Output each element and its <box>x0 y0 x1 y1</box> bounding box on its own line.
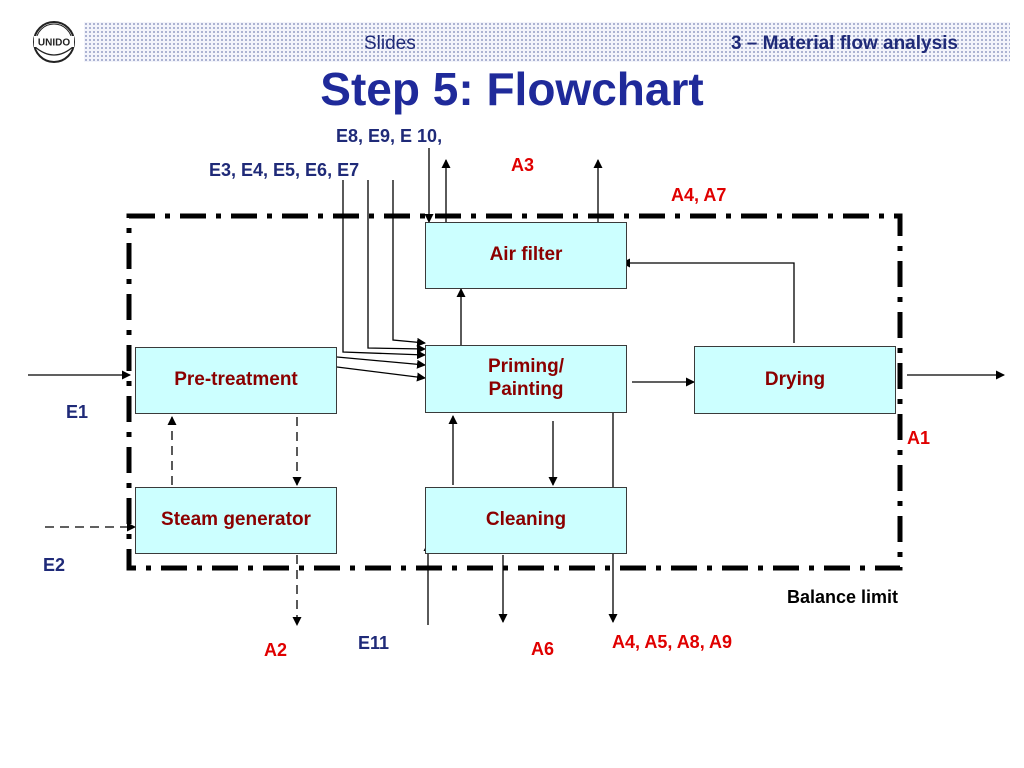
box-pre-treatment: Pre-treatment <box>135 347 337 414</box>
box-drying: Drying <box>694 346 896 414</box>
box-air-filter-label: Air filter <box>489 244 563 266</box>
box-steam-generator-label: Steam generator <box>161 509 311 531</box>
label-balance-limit: Balance limit <box>787 587 899 607</box>
label-e11: E11 <box>358 633 390 653</box>
box-pre-treatment-label: Pre-treatment <box>174 369 298 391</box>
slides-label: Slides <box>364 33 416 54</box>
arrow-drying-to-airfilter <box>621 258 795 343</box>
label-a4-a7: A4, A7 <box>671 185 727 205</box>
arrow-pretreatment-to-priming-2 <box>336 366 426 382</box>
box-priming-painting: Priming/ Painting <box>425 345 627 413</box>
label-a2: A2 <box>264 640 288 660</box>
logo-text: UNIDO <box>38 38 70 49</box>
label-a3: A3 <box>511 155 535 175</box>
unido-logo: UNIDO <box>33 21 75 63</box>
box-priming-label-line1: Priming/ <box>487 356 564 378</box>
label-e2: E2 <box>43 555 66 575</box>
box-air-filter: Air filter <box>425 222 627 289</box>
box-cleaning: Cleaning <box>425 487 627 554</box>
arrow-pretreatment-to-priming <box>336 356 426 369</box>
box-cleaning-label: Cleaning <box>485 509 567 531</box>
arrow-e3-e7-a <box>342 180 426 360</box>
box-steam-generator: Steam generator <box>135 487 337 554</box>
label-a6: A6 <box>531 639 555 659</box>
arrow-e3-e7-b <box>367 180 426 354</box>
box-drying-label: Drying <box>764 368 826 390</box>
label-e8-e10: E8, E9, E 10, <box>336 126 443 146</box>
header-band <box>84 22 1010 62</box>
arrow-e3-e7-c <box>392 180 426 347</box>
label-e3-e7: E3, E4, E5, E6, E7 <box>209 160 360 180</box>
section-label: 3 – Material flow analysis <box>730 33 958 54</box>
label-a1: A1 <box>907 428 931 448</box>
page-title: Step 5: Flowchart <box>320 63 704 115</box>
label-a4-a9: A4, A5, A8, A9 <box>612 632 733 652</box>
label-e1: E1 <box>66 402 89 422</box>
box-priming-label-line2: Painting <box>488 379 564 400</box>
